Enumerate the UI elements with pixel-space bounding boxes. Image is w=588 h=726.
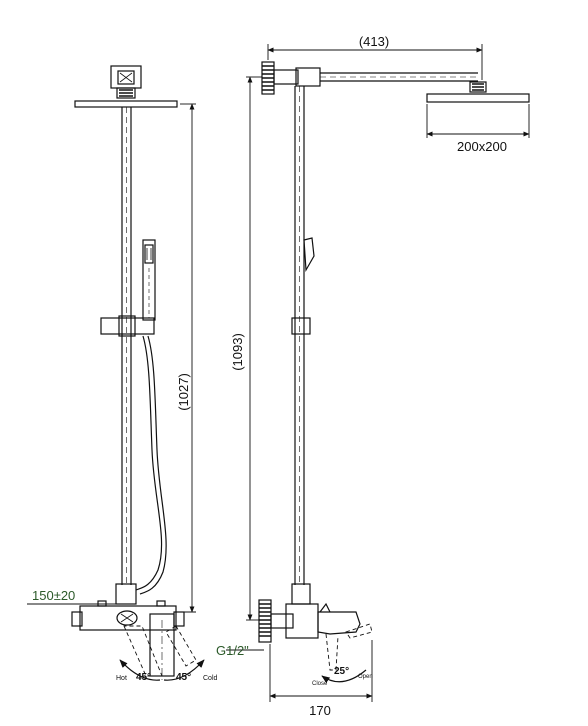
side-riser-pipe [294,86,305,585]
open-label: Open [358,674,373,680]
cold-rotation-arc [163,659,205,681]
offset-label: 150±20 [32,588,75,603]
angle-right-label: 45° [176,672,191,683]
side-view [226,44,530,702]
close-label: Close [312,681,328,687]
hot-rotation-arc [119,659,161,681]
shower-hose [135,335,167,595]
side-rotation-arc [321,669,367,684]
side-height-dimension-line [246,76,262,621]
slider-holder [100,315,155,337]
hand-shower [142,239,156,321]
head-size-label: 200x200 [457,139,507,154]
side-mixer-body [258,583,373,671]
front-shower-head-plate [74,100,178,108]
front-head-connector [110,65,142,99]
hot-label: Hot [116,675,127,682]
front-mixer-body [71,583,185,631]
side-shower-head [426,93,530,103]
arm-dimension-line [267,44,483,80]
side-height-label: (1093) [230,333,245,371]
side-angle-label: 25° [334,666,349,677]
angle-left-label: 45° [136,672,151,683]
base-dimension-line [269,640,373,702]
arm-length-label: (413) [359,34,389,49]
side-top-wall-mount [261,61,299,95]
front-height-dimension-line [178,103,196,613]
side-hook [303,237,315,273]
shower-arm [295,67,487,93]
front-mixer-handle [123,613,197,680]
front-height-label: (1027) [176,373,191,411]
front-view [27,65,205,681]
head-size-dimension-line [426,104,530,138]
thread-label: G1/2" [216,643,249,658]
side-slider-holder [291,317,311,335]
cold-label: Cold [203,675,218,682]
front-riser-pipe [121,107,132,585]
base-width-label: 170 [309,703,331,718]
